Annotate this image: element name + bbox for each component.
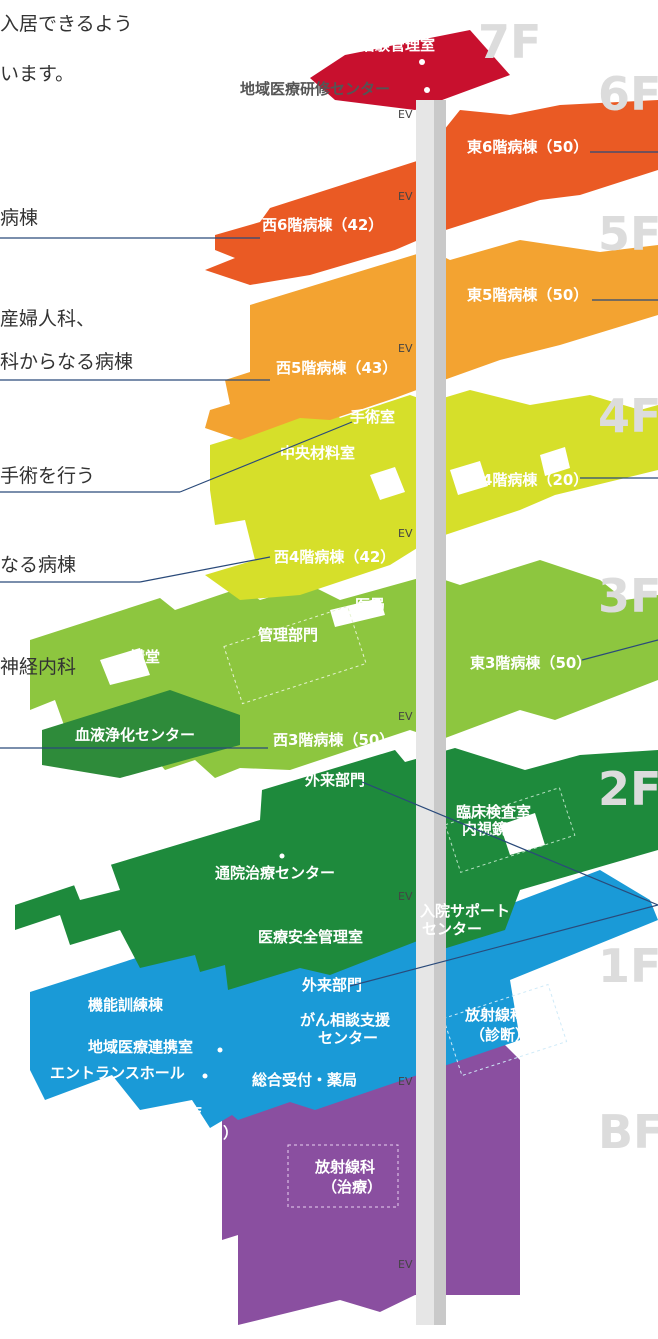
- label-clinical-lab: 臨床検査室: [456, 803, 531, 821]
- label-cancer-support-1: がん相談支援: [300, 1011, 391, 1029]
- ev-label-3f: EV: [398, 710, 413, 723]
- elevator-shaft-shade: [434, 100, 446, 1325]
- label-outpatient-1f: 外来部門: [301, 976, 362, 994]
- label-entrance-hall: エントランスホール: [50, 1064, 185, 1082]
- label-west-5: 西5階病棟（43）: [276, 359, 397, 377]
- marker-daycare: [279, 853, 285, 859]
- leader-lines: [0, 151, 658, 987]
- side-text-intro-2: います。: [0, 63, 74, 85]
- floor-label-7f: 7F: [478, 15, 541, 69]
- floor-label-5f: 5F: [598, 207, 658, 261]
- marker-7f-a: [419, 59, 425, 65]
- floor-label-2f: 2F: [598, 762, 658, 816]
- floor-2f-white-notch-1: [70, 862, 120, 900]
- floor-label-6f: 6F: [598, 67, 658, 121]
- label-7f-clinical-trial: 治験管理室: [360, 36, 435, 54]
- label-7f-training-center: 地域医療研修センター: [240, 80, 390, 98]
- label-lecture-hall: 講堂: [130, 648, 160, 666]
- label-east-3: 東3階病棟（50）: [470, 654, 591, 672]
- label-radiology-diagnosis-1: 放射線科: [464, 1006, 525, 1024]
- marker-entrance: [202, 1073, 208, 1079]
- floor-3f-room-outline: [223, 605, 367, 705]
- label-outpatient-treatment: 通院治療センター: [215, 864, 335, 882]
- label-radiology-treatment-1: 放射線科: [314, 1158, 375, 1176]
- floor-label-1f: 1F: [598, 939, 658, 993]
- label-cancer-support-2: センター: [318, 1029, 378, 1047]
- ev-label-5f: EV: [398, 342, 413, 355]
- ev-label-4f: EV: [398, 527, 413, 540]
- label-west-6: 西6階病棟（42）: [262, 216, 383, 234]
- label-admission-support-2: センター: [422, 920, 482, 938]
- label-west-4: 西4階病棟（42）: [274, 548, 395, 566]
- floor-1f-room-outline: [442, 983, 568, 1077]
- floor-7f-shape: [310, 30, 510, 110]
- side-text-west6: 病棟: [0, 207, 38, 229]
- floor-4f-white-notch-3: [540, 447, 570, 476]
- label-medical-safety: 医療安全管理室: [258, 928, 363, 946]
- side-text-west3: 神経内科: [0, 656, 76, 678]
- label-administration: 管理部門: [258, 626, 318, 644]
- ev-label-bf: EV: [398, 1258, 413, 1271]
- label-radiology-treatment-2: （治療）: [322, 1178, 382, 1196]
- label-operating-room: 手術室: [350, 408, 395, 426]
- label-shop-1: 売店: [172, 1104, 202, 1122]
- label-east-6: 東6階病棟（50）: [467, 138, 588, 156]
- floor-3f-white-notch-1: [100, 648, 150, 685]
- label-dialysis-center: 血液浄化センター: [75, 726, 195, 744]
- floor-1f-shape: [30, 870, 658, 1128]
- label-east-5: 東5階病棟（50）: [467, 286, 588, 304]
- side-text-intro-1: 入居できるよう: [0, 13, 133, 35]
- floor-2f-room-outline: [444, 787, 576, 873]
- floor-label-3f: 3F: [598, 569, 658, 623]
- label-endoscopy: 内視鏡室: [462, 820, 522, 838]
- ev-label-6f: EV: [398, 190, 413, 203]
- floor-4f-white-notch-2: [450, 461, 488, 495]
- floor-3f-white-notch-2: [330, 598, 385, 627]
- floor-2f-shape: [15, 748, 658, 990]
- label-east-4: 東4階病棟（20）: [467, 471, 588, 489]
- floor-4f-white-notch-1: [370, 467, 405, 500]
- label-admission-support-1: 入院サポート: [420, 902, 510, 920]
- label-doctors-office: 医局: [355, 596, 385, 614]
- floor-bf-room-outline: [287, 1144, 399, 1208]
- floor-label-4f: 4F: [598, 389, 658, 443]
- marker-community-liaison: [217, 1047, 223, 1053]
- floor-3f-dialysis-block: [42, 690, 240, 778]
- label-reception-pharmacy: 総合受付・薬局: [252, 1071, 357, 1089]
- label-west-3: 西3階病棟（50）: [273, 731, 394, 749]
- marker-7f-b: [424, 87, 430, 93]
- side-text-west5-1: 産婦人科、: [0, 308, 95, 330]
- ev-label-1f: EV: [398, 1075, 413, 1088]
- ev-label-2f: EV: [398, 890, 413, 903]
- side-text-surgery: 手術を行う: [0, 465, 95, 487]
- label-shop-2: （コンビニ）: [148, 1124, 238, 1142]
- side-text-west5-2: 科からなる病棟: [0, 351, 133, 373]
- label-rehab-wing: 機能訓練棟: [88, 996, 164, 1014]
- side-text-west4: なる病棟: [0, 554, 76, 576]
- label-central-supply: 中央材料室: [280, 444, 355, 462]
- label-outpatient-2f: 外来部門: [304, 771, 365, 789]
- label-community-liaison: 地域医療連携室: [88, 1038, 193, 1056]
- floor-label-bf: BF: [598, 1105, 658, 1159]
- label-radiology-diagnosis-2: （診断）: [470, 1026, 530, 1044]
- ev-label-7f: EV: [398, 108, 413, 121]
